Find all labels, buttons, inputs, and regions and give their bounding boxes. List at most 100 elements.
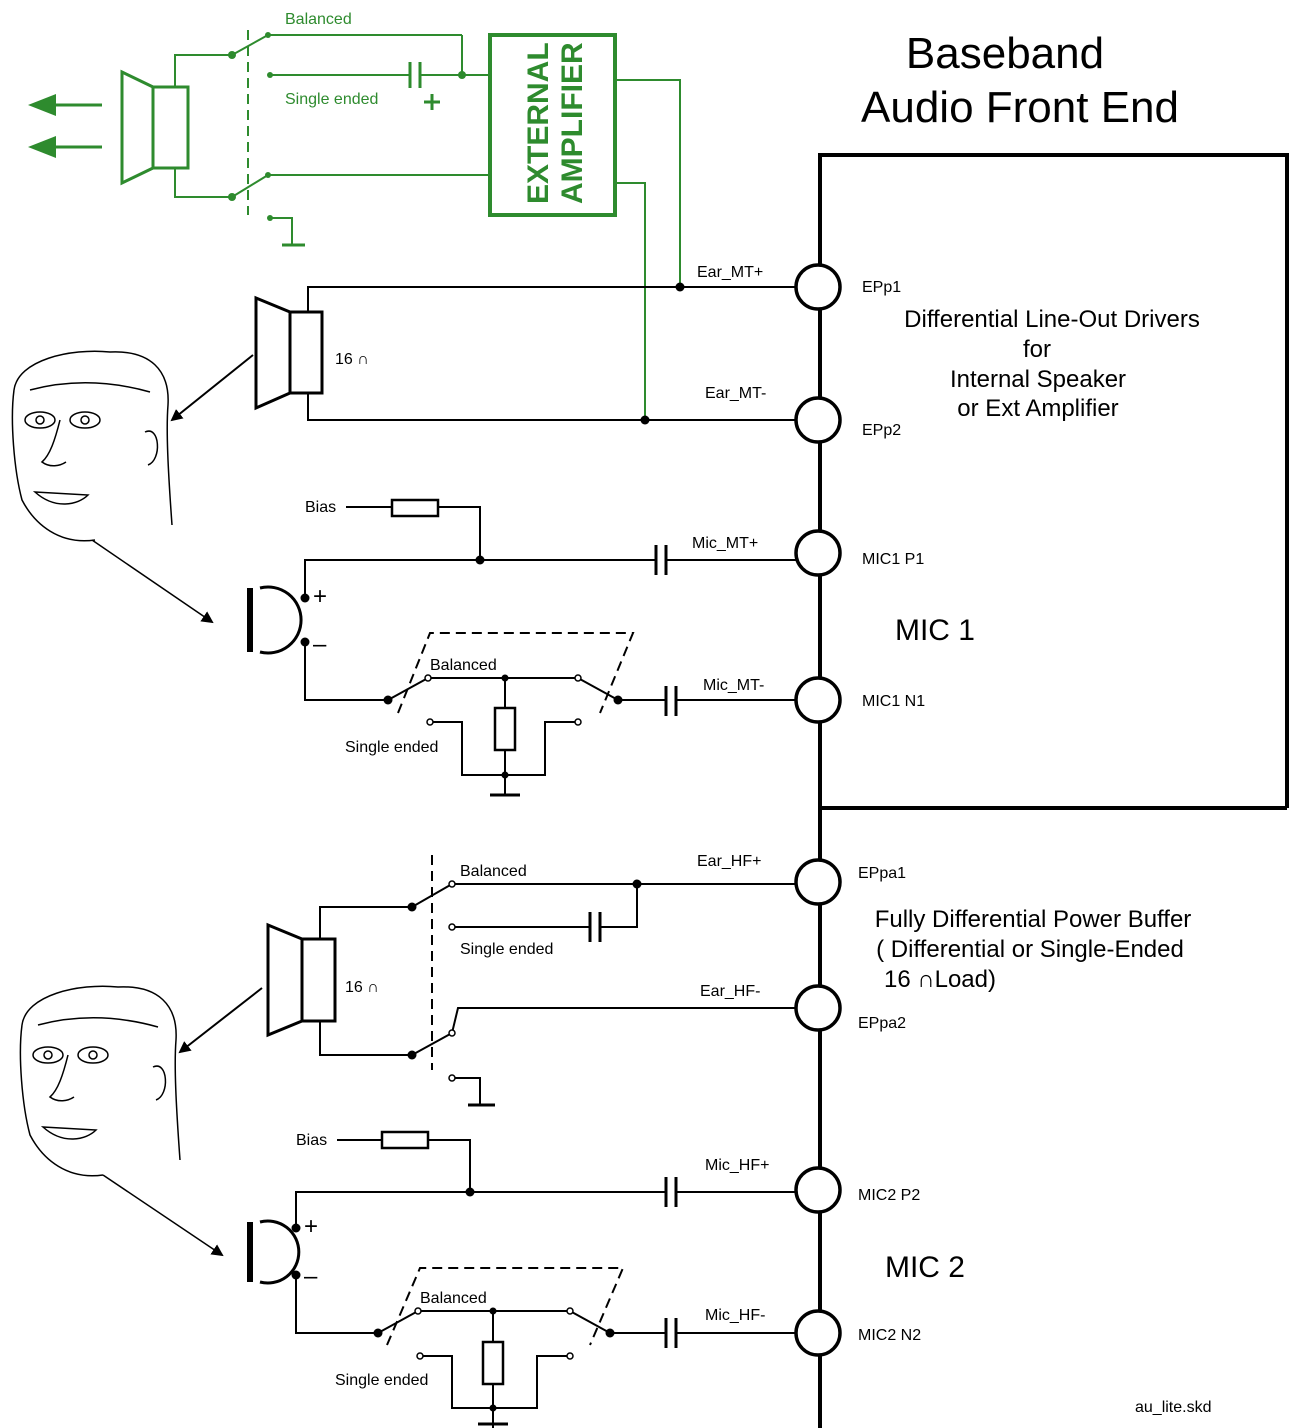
earpiece-mt-impedance: 16 ∩ [335,351,369,368]
junction-dot [416,1352,424,1360]
mic2-single-ended-label: Single ended [335,1372,428,1389]
junction-dot [566,1307,574,1315]
mic1-balanced-label: Balanced [430,657,497,674]
net-ear-hf-minus: Ear_HF- [700,983,760,1000]
chip-box [818,153,1289,1428]
mic2-bias-label: Bias [296,1132,327,1149]
mic2-dots [291,1187,615,1412]
junction-dot [426,718,434,726]
junction-dot [475,555,485,565]
pin-label-mic2p2: MIC2 P2 [858,1187,920,1204]
junction-dot [300,637,310,647]
net-ear-mt-plus: Ear_MT+ [697,264,763,281]
external-amplifier-circuit [28,30,681,420]
pin-circle-eppa2 [794,984,842,1032]
net-mic-hf-minus: Mic_HF- [705,1307,765,1324]
net-mic-mt-plus: Mic_MT+ [692,535,758,552]
ext-single-ended-label: Single ended [285,91,378,108]
external-amp-label-1: EXTERNAL [522,42,555,204]
pin-circle-mic2n2 [794,1309,842,1357]
junction-dot [574,718,582,726]
pin-circles [794,263,842,1357]
arrow-speaker-to-ear-2 [178,987,263,1054]
mic1-circuit [247,498,796,797]
block1-desc-4: or Ext Amplifier [957,395,1118,422]
junction-dot [448,1074,456,1082]
junction-dot [424,674,432,682]
junction-dot [300,593,310,603]
junction-dot [675,282,685,292]
junction-dot [291,1270,301,1280]
net-mic-hf-plus: Mic_HF+ [705,1157,769,1174]
block2-desc-3: 16 ∩Load) [884,966,996,993]
junction-dot [373,1328,383,1338]
junction-dot [265,172,271,178]
junction-dot [448,1029,456,1037]
junction-dot [574,674,582,682]
mic1-dots [300,555,623,779]
pin-circle-mic2p2 [794,1166,842,1214]
junction-dot [414,1307,422,1315]
block2-desc-1: Fully Differential Power Buffer [875,906,1192,933]
junction-dot [501,771,509,779]
earpiece-hf-impedance: 16 ∩ [345,979,379,996]
junction-dot [267,72,273,78]
junction-dot [605,1328,615,1338]
junction-dot [640,415,650,425]
filename-label: au_lite.skd [1135,1399,1212,1416]
junction-dot [448,923,456,931]
block2-desc-2: ( Differential or Single-Ended [876,936,1184,963]
pin-label-mic2n2: MIC2 N2 [858,1327,921,1344]
junction-dot [465,1187,475,1197]
junction-dot [383,695,393,705]
junction-dot [489,1404,497,1412]
pin-circle-epp1 [794,263,842,311]
block1-desc-1: Differential Line-Out Drivers [904,306,1200,333]
pin-label-mic1p1: MIC1 P1 [862,551,924,568]
junction-dot [501,674,509,682]
head-icon [19,985,181,1177]
ext-circuit-dots [228,32,466,221]
pin-label-mic1n1: MIC1 N1 [862,693,925,710]
mic2-balanced-label: Balanced [420,1290,487,1307]
arrow-mouth-to-mic-2 [102,1174,224,1257]
junction-dot [566,1352,574,1360]
net-mic-mt-minus: Mic_MT- [703,677,764,694]
junction-dot [632,879,642,889]
block1-desc-2: for [1023,336,1051,363]
net-ear-hf-plus: Ear_HF+ [697,853,761,870]
pin-circle-mic1p1 [794,529,842,577]
arrow-speaker-to-ear-1 [170,354,254,422]
mic1-plus-sign: + [313,583,327,610]
mic2-section-label: MIC 2 [885,1251,965,1284]
junction-dot [448,880,456,888]
pin-label-eppa2: EPpa2 [858,1015,906,1032]
pin-circle-eppa1 [794,858,842,906]
ext-balanced-label: Balanced [285,11,352,28]
earpiece-hf-circuit [266,855,796,1107]
hf-balanced-label: Balanced [460,863,527,880]
arrow-mouth-to-mic-1 [91,539,214,624]
mic2-plus-sign: + [304,1213,318,1240]
pin-circle-epp2 [794,396,842,444]
block1-desc-3: Internal Speaker [950,366,1126,393]
mic1-bias-label: Bias [305,499,336,516]
junction-dot [489,1307,497,1315]
mic2-circuit [247,1130,796,1428]
junction-dot [291,1223,301,1233]
mic1-minus-sign: – [313,631,327,658]
external-amp-label-2: AMPLIFIER [556,42,589,204]
title-line-2: Audio Front End [861,83,1179,132]
hf-single-ended-label: Single ended [460,941,553,958]
pin-label-epp2: EPp2 [862,422,901,439]
earpiece-mt-circuit [254,286,796,421]
junction-dot [228,51,236,59]
hf-dots [407,879,642,1082]
pin-label-epp1: EPp1 [862,279,901,296]
junction-dot [267,215,273,221]
pin-circle-mic1n1 [794,676,842,724]
junction-dot [613,695,623,705]
mic1-section-label: MIC 1 [895,614,975,647]
junction-dot [407,902,417,912]
